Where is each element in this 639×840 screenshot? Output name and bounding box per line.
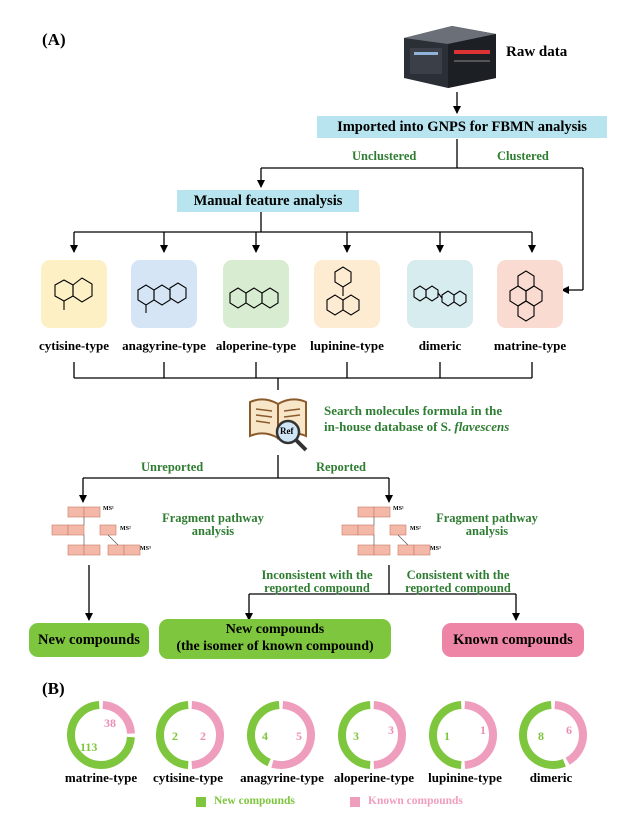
matrine-known-value: 38	[104, 716, 116, 730]
matrine-structure	[509, 270, 543, 322]
fragment-left-line1: Fragment pathway	[162, 511, 264, 525]
dimeric-known-value: 6	[566, 723, 572, 737]
donut-slice-known-anagyrine-type	[271, 701, 315, 769]
search-text-line1: Search molecules formula in the	[324, 403, 503, 418]
dimeric-new-value: 8	[538, 729, 544, 743]
anagyrine-known-value: 5	[296, 729, 302, 743]
aloperine-new-value: 3	[353, 729, 359, 743]
consistent-line1: Consistent with the	[406, 568, 510, 582]
fragment-tree-icon-right	[341, 506, 431, 556]
lupinine-structure	[326, 266, 360, 316]
new-compounds-box: New compounds	[29, 623, 149, 657]
manual-analysis-box: Manual feature analysis	[177, 190, 359, 212]
ms3-label-right: MS³	[430, 546, 441, 552]
ms1-label-left: MS¹	[103, 506, 114, 512]
donut-slice-new-dimeric	[519, 701, 566, 769]
search-text-italic: flavescens	[454, 419, 510, 434]
reported-label: Reported	[316, 460, 366, 474]
cytisine-card	[41, 260, 107, 328]
consistent-label: Consistent with the reported compound	[390, 569, 526, 595]
book-search-icon	[249, 398, 308, 452]
dimeric-card	[407, 260, 473, 328]
cytisine-new-value: 2	[172, 729, 178, 743]
matrine-card	[497, 260, 563, 328]
clustered-label: Clustered	[497, 149, 549, 163]
matrine-new-value: 113	[80, 740, 98, 754]
donut-slice-new-lupinine-type	[429, 701, 462, 769]
cytisine-known-value: 2	[200, 729, 206, 743]
fragment-right-line2: analysis	[465, 524, 509, 538]
search-text-prefix: in-house database of S.	[324, 419, 455, 434]
inconsistent-label: Inconsistent with the reported compound	[246, 569, 388, 595]
lupinine-card	[314, 260, 380, 328]
gnps-box: Imported into GNPS for FBMN analysis	[317, 116, 607, 138]
fragment-left-line2: analysis	[191, 524, 235, 538]
donut-slice-new-matrine-type	[67, 701, 135, 769]
legend-known-label: Known compounds	[368, 795, 463, 807]
search-text-line2: in-house database of S. flavescens	[324, 419, 509, 435]
ref-label: Ref	[280, 426, 294, 436]
legend-new-swatch	[196, 797, 206, 807]
donut-slice-new-aloperine-type	[338, 701, 371, 769]
donut-label-matrine: matrine-type	[64, 770, 138, 785]
fragment-label-left: Fragment pathway analysis	[158, 512, 268, 538]
cytisine-structure	[54, 277, 93, 310]
mass-spectrometer-icon	[404, 26, 496, 88]
type-label-matrine: matrine-type	[493, 338, 567, 353]
donut-slice-known-dimeric	[554, 701, 587, 765]
unreported-label: Unreported	[141, 460, 204, 474]
aloperine-known-value: 3	[388, 723, 394, 737]
donut-label-lupinine: lupinine-type	[428, 770, 502, 785]
donut-slice-new-cytisine-type	[156, 701, 189, 769]
isomer-line1: New compounds	[225, 622, 325, 637]
donut-label-dimeric: dimeric	[529, 770, 573, 785]
type-label-cytisine: cytisine-type	[38, 338, 110, 353]
type-label-aloperine: aloperine-type	[215, 338, 297, 353]
fragment-right-line1: Fragment pathway	[436, 511, 538, 525]
panel-b-label: (B)	[42, 679, 65, 698]
inconsistent-line2: reported compound	[264, 581, 370, 595]
type-label-dimeric: dimeric	[418, 338, 462, 353]
ms1-label-right: MS¹	[393, 506, 404, 512]
donut-slice-known-matrine-type	[102, 701, 135, 734]
donut-slice-known-cytisine-type	[191, 701, 224, 769]
ms2-label-right: MS²	[410, 526, 421, 532]
donut-label-anagyrine: anagyrine-type	[240, 770, 324, 785]
donut-slice-known-lupinine-type	[464, 701, 497, 769]
legend-new-label: New compounds	[214, 795, 295, 807]
anagyrine-new-value: 4	[262, 729, 268, 743]
type-label-anagyrine: anagyrine-type	[122, 338, 206, 353]
raw-data-label: Raw data	[506, 44, 568, 60]
type-label-lupinine: lupinine-type	[310, 338, 384, 353]
known-compounds-box: Known compounds	[442, 623, 584, 657]
fragment-label-right: Fragment pathway analysis	[432, 512, 542, 538]
lupinine-new-value: 1	[444, 729, 450, 743]
ms3-label-left: MS³	[140, 546, 151, 552]
ms2-label-left: MS²	[120, 526, 131, 532]
donut-label-cytisine: cytisine-type	[152, 770, 224, 785]
donut-slice-new-anagyrine-type	[247, 701, 280, 767]
dimeric-structure	[413, 285, 467, 307]
legend-known-swatch	[350, 797, 360, 807]
inconsistent-line1: Inconsistent with the	[261, 568, 373, 582]
isomer-compounds-box: New compounds (the isomer of known compo…	[159, 619, 391, 659]
consistent-line2: reported compound	[405, 581, 511, 595]
panel-a-label: (A)	[42, 30, 66, 49]
unclustered-label: Unclustered	[352, 149, 417, 163]
anagyrine-structure	[137, 282, 187, 313]
aloperine-structure	[229, 287, 279, 309]
isomer-line2: (the isomer of known compound)	[176, 639, 374, 654]
donut-label-aloperine: aloperine-type	[333, 770, 415, 785]
donut-slice-known-aloperine-type	[373, 701, 406, 769]
fragment-tree-icon-left	[51, 506, 141, 556]
lupinine-known-value: 1	[480, 723, 486, 737]
